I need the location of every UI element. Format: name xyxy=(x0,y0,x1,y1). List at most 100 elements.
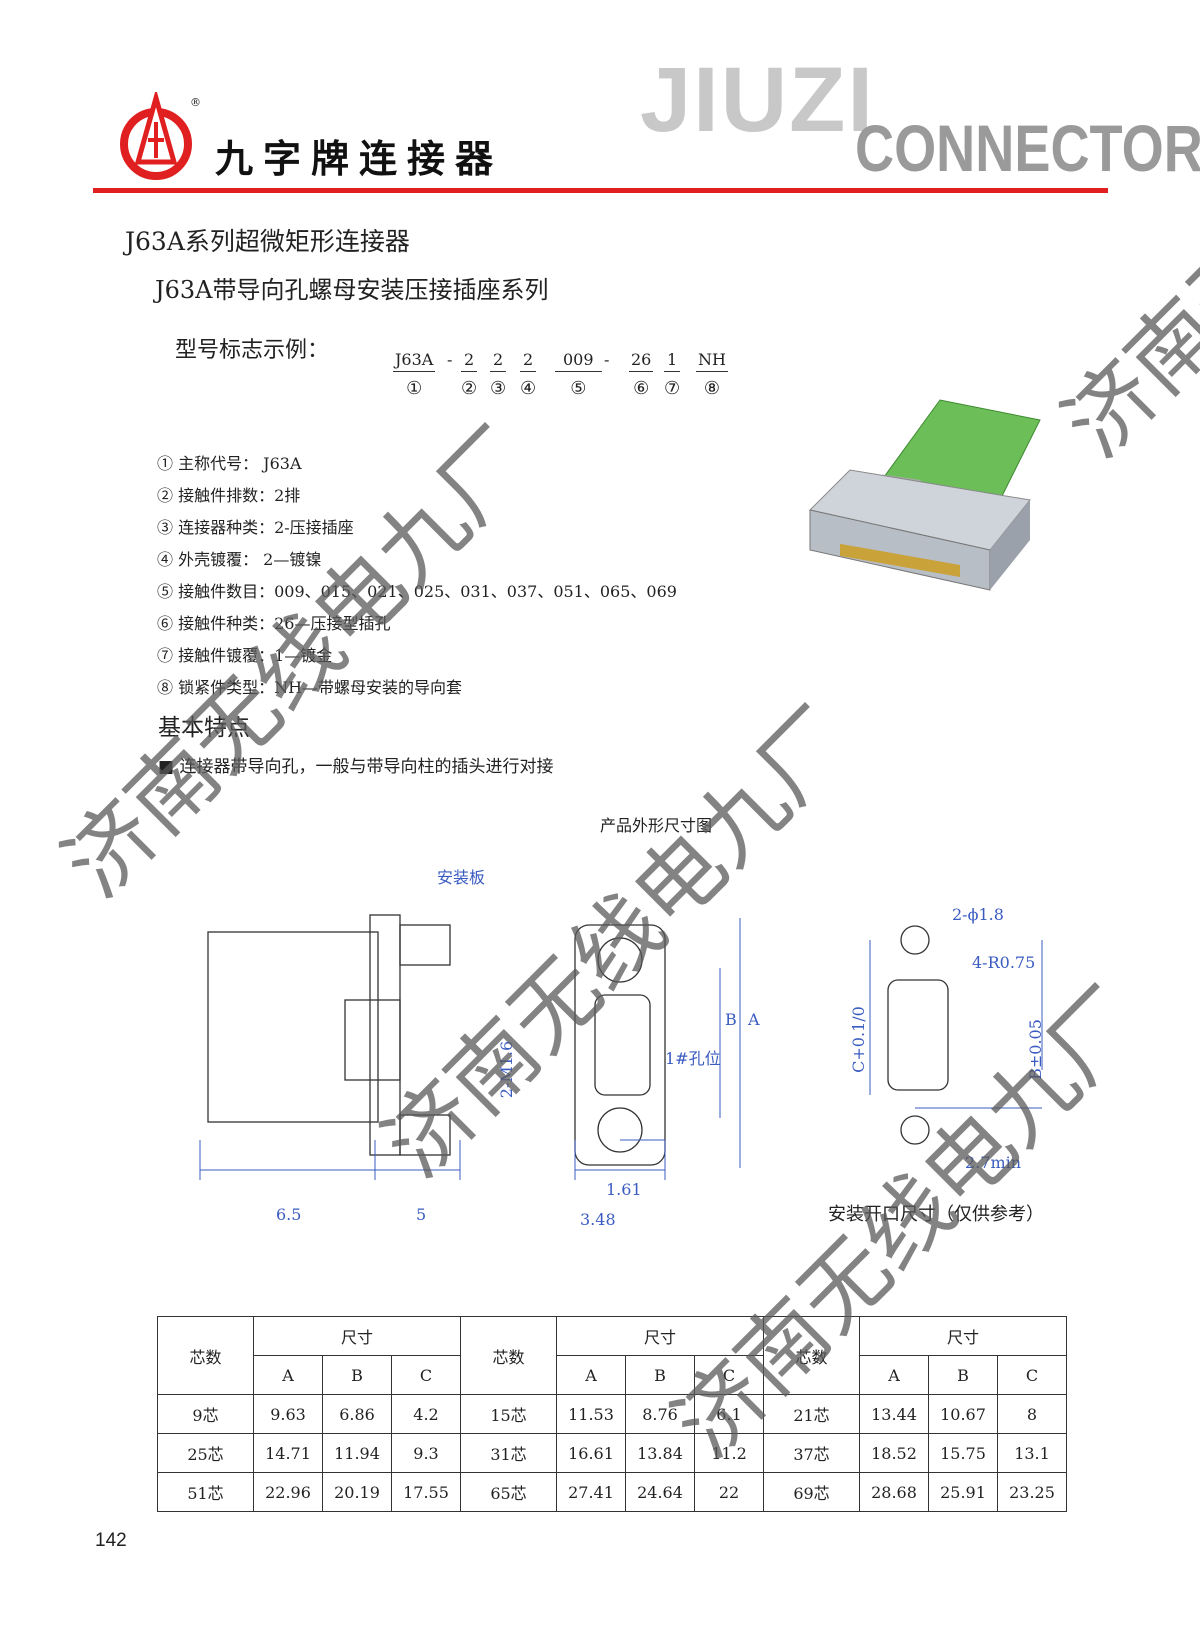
header-count: 芯数 xyxy=(763,1316,860,1395)
features-title: 基本特点 xyxy=(158,715,250,741)
list-item: ② 接触件排数：2排 xyxy=(157,486,301,505)
feature-item: ■ 连接器带导向孔，一般与带导向柱的插头进行对接 xyxy=(158,757,554,777)
cell-value: 13.1 xyxy=(997,1433,1067,1473)
dim-b-tol: B±0.05 xyxy=(1025,1019,1045,1080)
cell-value: 9.3 xyxy=(391,1433,461,1473)
cell-count: 21芯 xyxy=(763,1394,860,1434)
col-a: A xyxy=(556,1355,626,1395)
cell-value: 27.41 xyxy=(556,1472,626,1512)
header-size: 尺寸 xyxy=(859,1316,1067,1356)
cell-count: 15芯 xyxy=(460,1394,557,1434)
cell-value: 11.2 xyxy=(694,1433,764,1473)
col-b: B xyxy=(322,1355,392,1395)
cell-value: 11.53 xyxy=(556,1394,626,1434)
col-a: A xyxy=(859,1355,929,1395)
header-size: 尺寸 xyxy=(556,1316,764,1356)
plate-label: 安装板 xyxy=(437,868,486,887)
cell-value: 22 xyxy=(694,1472,764,1512)
cell-count: 9芯 xyxy=(157,1394,254,1434)
brand-name: 九字牌连接器 xyxy=(215,137,504,181)
logo-text: JIUZI xyxy=(640,49,875,151)
header-count: 芯数 xyxy=(460,1316,557,1395)
dim-min: 2.7min xyxy=(965,1153,1022,1172)
cell-value: 14.71 xyxy=(253,1433,323,1473)
dim-c: C+0.1/0 xyxy=(848,1006,868,1073)
model-sep: - xyxy=(447,350,453,369)
cell-value: 6.86 xyxy=(322,1394,392,1434)
cell-count: 65芯 xyxy=(460,1472,557,1512)
cell-value: 9.63 xyxy=(253,1394,323,1434)
model-sep: - xyxy=(604,350,610,369)
col-c: C xyxy=(391,1355,461,1395)
page-number: 142 xyxy=(95,1530,127,1551)
feature-text: 连接器带导向孔，一般与带导向柱的插头进行对接 xyxy=(179,757,554,777)
cell-count: 31芯 xyxy=(460,1433,557,1473)
cell-value: 22.96 xyxy=(253,1472,323,1512)
model-label: 型号标志示例： xyxy=(175,338,330,363)
hole-diameter: 2-ϕ1.8 xyxy=(952,905,1004,924)
dimension-drawing xyxy=(199,914,1043,1180)
col-c: C xyxy=(694,1355,764,1395)
cell-value: 23.25 xyxy=(997,1472,1067,1512)
page-subtitle: J63A带导向孔螺母安装压接插座系列 xyxy=(155,276,549,304)
cell-value: 16.61 xyxy=(556,1433,626,1473)
dim-3-48: 3.48 xyxy=(580,1210,616,1229)
radius-label: 4-R0.75 xyxy=(972,953,1036,972)
dim-5: 5 xyxy=(416,1205,427,1224)
cell-value: 24.64 xyxy=(625,1472,695,1512)
col-c: C xyxy=(997,1355,1067,1395)
header-divider xyxy=(93,188,1108,193)
list-item: ⑧ 锁紧件类型：NH—带螺母安装的导向套 xyxy=(157,678,463,697)
col-a: A xyxy=(253,1355,323,1395)
col-b: B xyxy=(928,1355,998,1395)
cell-value: 20.19 xyxy=(322,1472,392,1512)
dim-1-61: 1.61 xyxy=(606,1180,642,1199)
list-item: ③ 连接器种类：2-压接插座 xyxy=(157,518,354,537)
cell-value: 10.67 xyxy=(928,1394,998,1434)
list-item: ⑤ 接触件数目：009、015、021、025、031、037、051、065、… xyxy=(157,582,677,601)
dim-b: B xyxy=(725,1010,737,1029)
dim-a: A xyxy=(748,1010,760,1029)
cell-value: 6.1 xyxy=(694,1394,764,1434)
cell-value: 28.68 xyxy=(859,1472,929,1512)
cell-count: 37芯 xyxy=(763,1433,860,1473)
registered-mark: ® xyxy=(190,96,201,109)
header-count: 芯数 xyxy=(157,1316,254,1395)
drawing-title: 产品外形尺寸图 xyxy=(600,816,713,835)
list-item: ④ 外壳镀覆： 2—镀镍 xyxy=(157,550,322,569)
dim-6-5: 6.5 xyxy=(276,1205,302,1224)
cell-value: 13.44 xyxy=(859,1394,929,1434)
cell-value: 4.2 xyxy=(391,1394,461,1434)
cell-count: 25芯 xyxy=(157,1433,254,1473)
cell-value: 15.75 xyxy=(928,1433,998,1473)
header-size: 尺寸 xyxy=(253,1316,461,1356)
col-b: B xyxy=(625,1355,695,1395)
cell-value: 11.94 xyxy=(322,1433,392,1473)
cell-value: 8 xyxy=(997,1394,1067,1434)
thread-label: 2-M1.6 xyxy=(497,1040,517,1099)
cell-value: 18.52 xyxy=(859,1433,929,1473)
cell-count: 51芯 xyxy=(157,1472,254,1512)
list-item: ① 主称代号： J63A xyxy=(157,454,302,473)
cell-value: 17.55 xyxy=(391,1472,461,1512)
product-photo xyxy=(809,399,1041,591)
list-item: ⑦ 接触件镀覆：1—镀金 xyxy=(157,646,333,665)
cutout-caption: 安装开口尺寸（仅供参考） xyxy=(828,1204,1044,1225)
jiuzi-logo-icon xyxy=(120,92,192,180)
cell-value: 25.91 xyxy=(928,1472,998,1512)
list-item: ⑥ 接触件种类：26—压接型插孔 xyxy=(157,614,391,633)
hole-1-label: 1#孔位 xyxy=(665,1049,721,1068)
